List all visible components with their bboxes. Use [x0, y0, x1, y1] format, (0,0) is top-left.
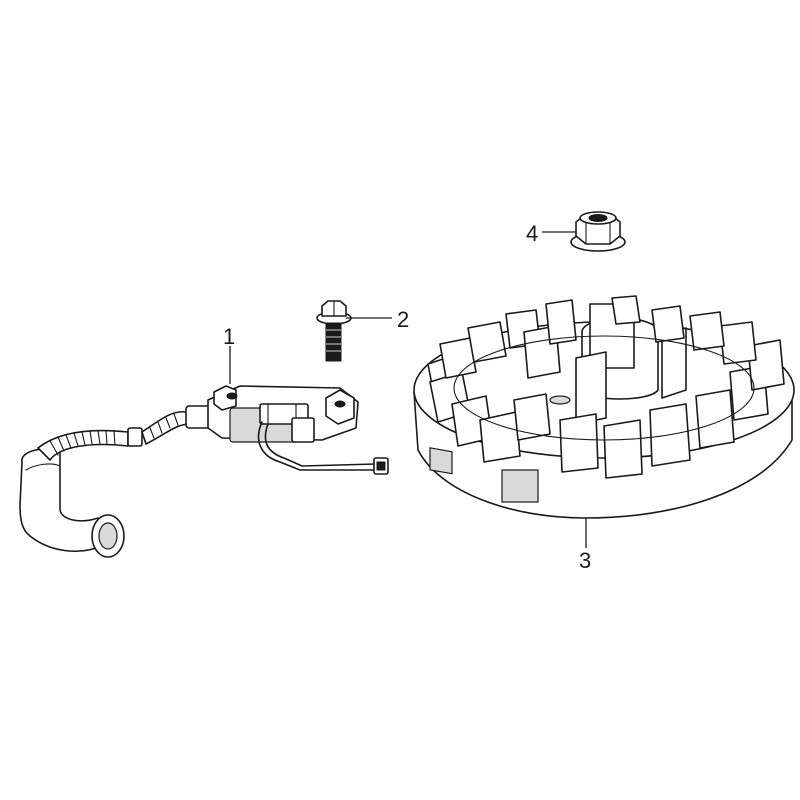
flange-nut-part [570, 211, 626, 252]
callout-1: 1 [223, 324, 235, 349]
callout-3: 3 [579, 548, 591, 573]
flange-bolt-part [316, 300, 352, 362]
ignition-coil-part [19, 385, 389, 558]
flywheel-part [413, 295, 795, 519]
callout-4: 4 [526, 221, 538, 246]
callout-2: 2 [397, 307, 409, 332]
